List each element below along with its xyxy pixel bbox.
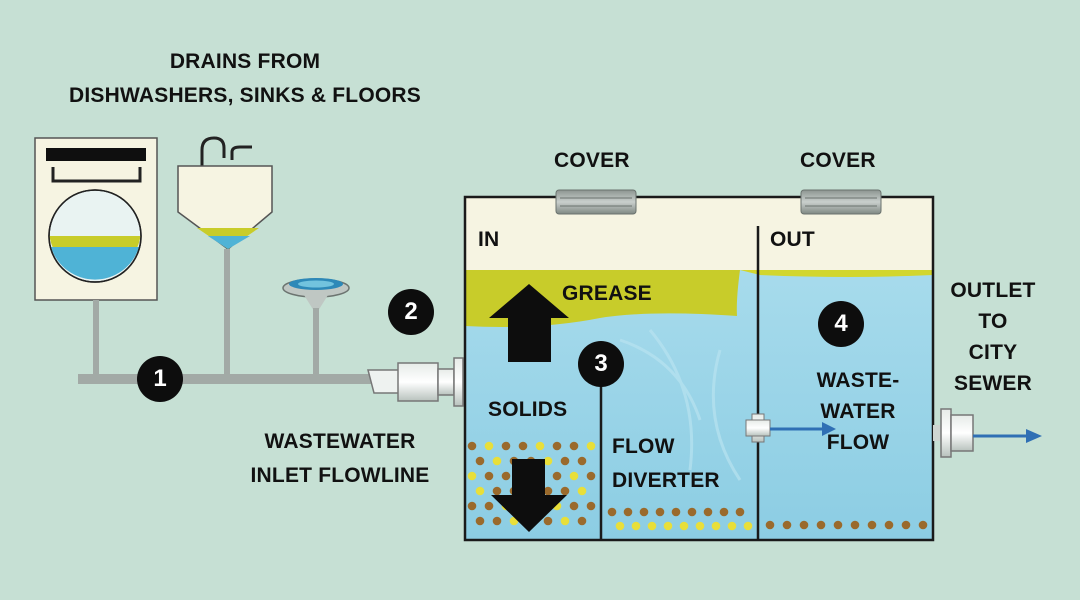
solid-particle (586, 501, 596, 511)
solid-particle (467, 441, 477, 451)
solid-particle (884, 520, 894, 530)
solid-particle (765, 520, 775, 530)
solid-particle (679, 521, 689, 531)
solid-particle (735, 507, 745, 517)
step-badge-3: 3 (578, 341, 624, 387)
solid-particle (492, 456, 502, 466)
solid-particle (719, 507, 729, 517)
out-label: OUT (770, 228, 815, 251)
water-right-chamber (758, 270, 933, 540)
down-arrow-icon (491, 459, 567, 532)
solid-particle (560, 486, 570, 496)
dishwasher-icon (34, 137, 158, 301)
solid-particle (543, 486, 553, 496)
solid-particle (727, 521, 737, 531)
solid-particle (552, 471, 562, 481)
solid-particle (647, 521, 657, 531)
solid-particle (799, 520, 809, 530)
solid-particle (569, 471, 579, 481)
step-badge-2: 2 (388, 289, 434, 335)
solid-particle (467, 501, 477, 511)
solid-particle (703, 507, 713, 517)
solid-particle (867, 520, 877, 530)
solid-particle (833, 520, 843, 530)
solid-particle (560, 516, 570, 526)
solid-particle (569, 501, 579, 511)
solid-particle (663, 521, 673, 531)
outlet-tee-fitting (745, 413, 771, 443)
solid-particle (569, 441, 579, 451)
floor-drain-icon (282, 278, 350, 311)
flow-arrow-inner-icon (770, 422, 836, 436)
cover-right-label: COVER (800, 149, 876, 172)
solid-particle (586, 441, 596, 451)
wastewater-flow-label: WASTE- WATER FLOW (816, 369, 900, 454)
grease-label: GREASE (562, 282, 652, 305)
up-arrow-icon (489, 284, 569, 362)
solid-particle (467, 471, 477, 481)
solid-particle (577, 516, 587, 526)
solid-particle (586, 471, 596, 481)
solid-particle (484, 471, 494, 481)
solid-particle (535, 441, 545, 451)
solid-particle (560, 456, 570, 466)
step-badge-4: 4 (818, 301, 864, 347)
solid-particle (639, 507, 649, 517)
drains-title: DRAINS FROM DISHWASHERS, SINKS & FLOORS (69, 50, 421, 107)
solid-particle (552, 441, 562, 451)
solids-label: SOLIDS (488, 398, 568, 421)
inlet-flowline-label: WASTEWATER INLET FLOWLINE (250, 430, 430, 487)
flow-diverter-label: FLOW DIVERTER (612, 435, 720, 492)
outlet-fitting (933, 408, 974, 458)
solid-particle (631, 521, 641, 531)
cover-left-icon (555, 189, 637, 215)
solid-particle (918, 520, 928, 530)
outlet-to-city-sewer-label: OUTLET TO CITY SEWER (950, 279, 1036, 395)
solid-particle (577, 486, 587, 496)
solid-particle (492, 486, 502, 496)
inlet-fitting (367, 357, 483, 407)
solid-particle (475, 456, 485, 466)
solid-particle (501, 441, 511, 451)
solid-particle (518, 441, 528, 451)
solid-particle (475, 486, 485, 496)
solid-particle (782, 520, 792, 530)
solid-particle (711, 521, 721, 531)
sink-icon (177, 136, 273, 250)
solid-particle (484, 441, 494, 451)
solid-particle (615, 521, 625, 531)
flow-arrow-outlet-icon (973, 429, 1042, 443)
solid-particle (671, 507, 681, 517)
solid-particle (695, 521, 705, 531)
solid-particle (501, 471, 511, 481)
solid-particle (816, 520, 826, 530)
drain-pipes (78, 249, 378, 384)
solid-particle (623, 507, 633, 517)
solid-particle (687, 507, 697, 517)
solid-particle (743, 521, 753, 531)
solid-particle (484, 501, 494, 511)
solid-particle (543, 456, 553, 466)
in-label: IN (478, 228, 500, 251)
solid-particle (492, 516, 502, 526)
solid-particle (475, 516, 485, 526)
solid-particle (655, 507, 665, 517)
solid-particle (577, 456, 587, 466)
solid-particle (850, 520, 860, 530)
cover-right-icon (800, 189, 882, 215)
solid-particle (607, 507, 617, 517)
solid-particle (901, 520, 911, 530)
solid-particle (543, 516, 553, 526)
cover-left-label: COVER (554, 149, 630, 172)
step-badge-1: 1 (137, 356, 183, 402)
